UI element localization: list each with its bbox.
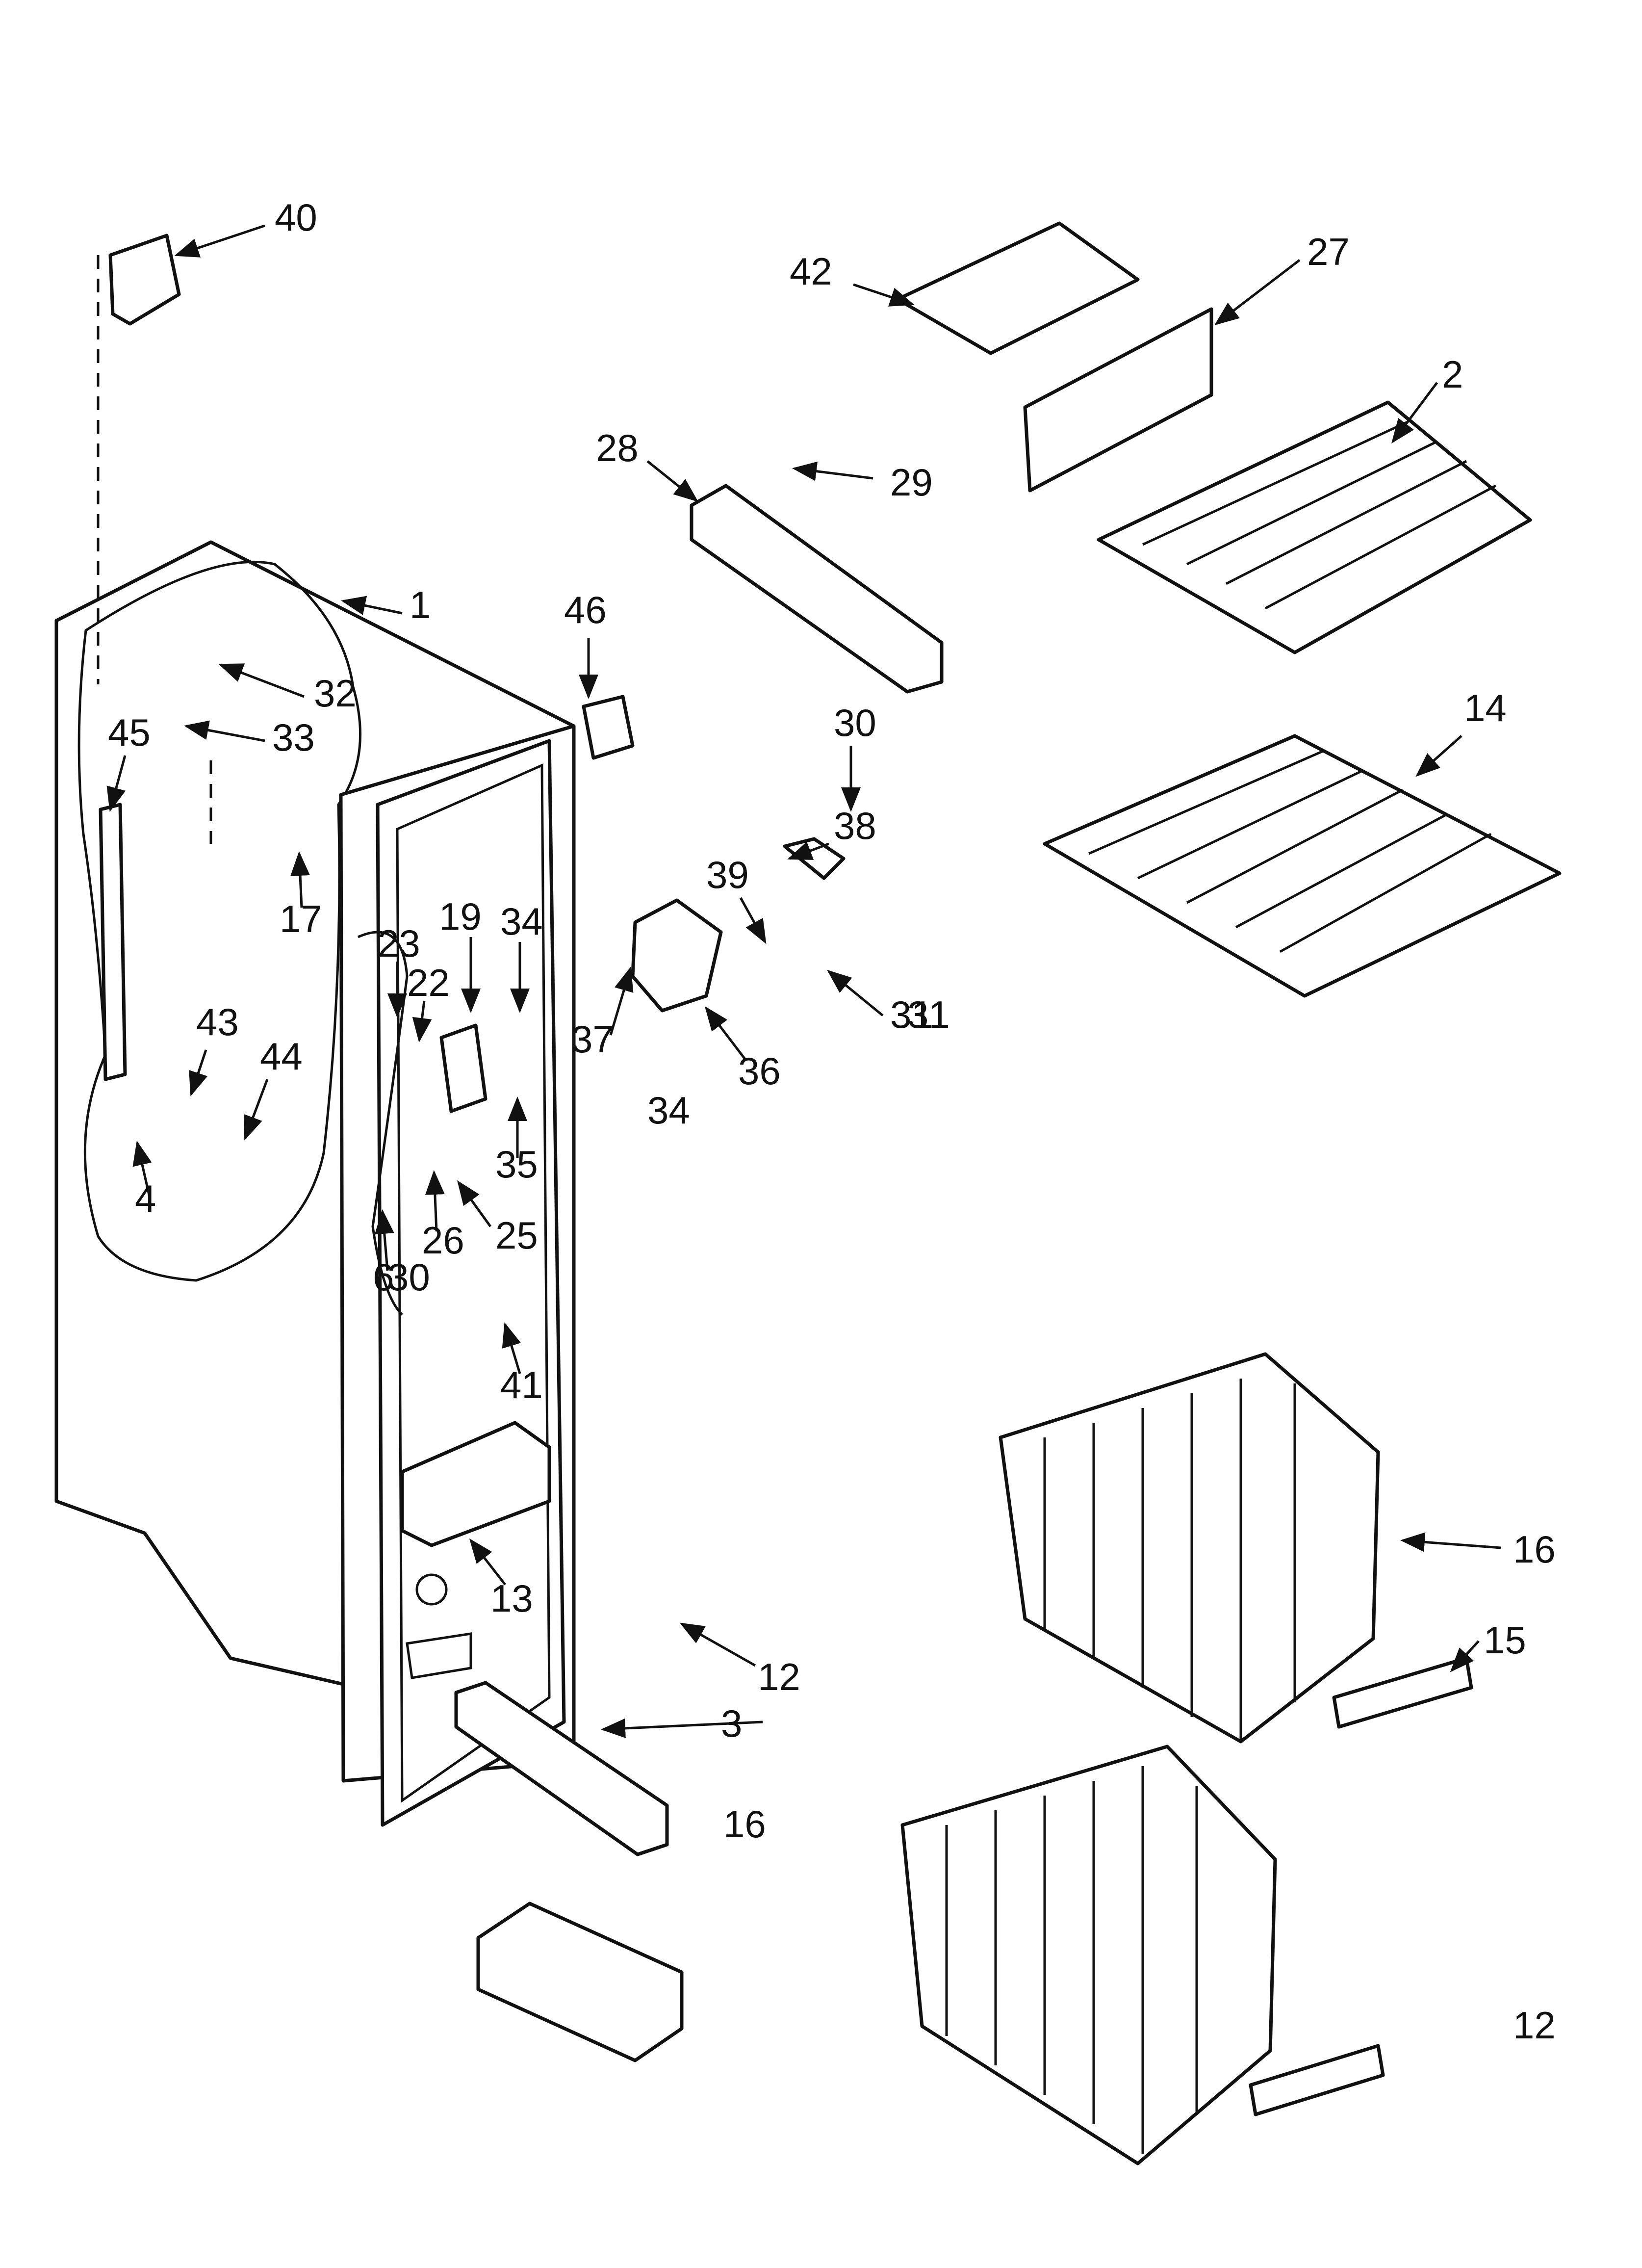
leader-line-37 bbox=[609, 966, 634, 1036]
part-42-hinge bbox=[896, 221, 1140, 355]
leader-line-13 bbox=[469, 1538, 506, 1586]
leader-line-31 bbox=[827, 969, 884, 1017]
part-19-control bbox=[439, 1023, 487, 1113]
leader-line-29 bbox=[792, 461, 873, 481]
callout-44: 44 bbox=[260, 1035, 303, 1078]
part-12-strip-upper bbox=[1332, 1656, 1473, 1729]
callout-32: 32 bbox=[314, 672, 357, 715]
callout-40: 40 bbox=[275, 196, 317, 239]
callout-19: 19 bbox=[439, 895, 482, 938]
leader-line-38 bbox=[787, 841, 829, 860]
callout-30-repeat: 30 bbox=[387, 1255, 430, 1299]
callout-38: 38 bbox=[834, 804, 876, 847]
leader-line-39 bbox=[739, 897, 767, 944]
callout-46: 46 bbox=[564, 588, 607, 631]
callout-6: 6 bbox=[373, 1255, 394, 1299]
leader-line-25 bbox=[457, 1180, 492, 1227]
callout-13: 13 bbox=[490, 1577, 533, 1620]
leader-line-12 bbox=[679, 1622, 756, 1667]
leader-line-42 bbox=[853, 283, 915, 307]
callout-34: 34 bbox=[500, 900, 543, 943]
callout-31: 31 bbox=[890, 993, 933, 1036]
callout-1: 1 bbox=[410, 583, 431, 626]
callout-17: 17 bbox=[280, 897, 322, 940]
callout-45: 45 bbox=[108, 711, 151, 754]
part-6-basket bbox=[999, 1352, 1380, 1744]
leader-line-15 bbox=[1450, 1640, 1480, 1672]
part-13-rail bbox=[454, 1681, 669, 1856]
leader-line-40 bbox=[174, 224, 265, 258]
part-28-bracket bbox=[690, 484, 944, 694]
callout-16-repeat: 16 bbox=[723, 1802, 766, 1846]
callout-26: 26 bbox=[422, 1219, 464, 1262]
leader-line-4 bbox=[132, 1141, 152, 1198]
part-45-light-housing bbox=[99, 803, 127, 1081]
leader-line-43 bbox=[189, 1049, 208, 1096]
part-12-strip-lower bbox=[1249, 2044, 1385, 2116]
leader-line-1 bbox=[341, 596, 403, 615]
callout-3: 3 bbox=[721, 1702, 742, 1745]
leader-line-22 bbox=[412, 1000, 432, 1043]
callout-12-repeat: 12 bbox=[1513, 2004, 1556, 2047]
leader-line-2 bbox=[1391, 382, 1438, 443]
leader-line-14 bbox=[1415, 735, 1462, 777]
callout-28: 28 bbox=[596, 426, 639, 469]
part-36-plate bbox=[631, 898, 723, 1013]
leader-line-45 bbox=[106, 755, 127, 812]
callout-30: 30 bbox=[834, 701, 876, 744]
callout-29: 29 bbox=[890, 461, 933, 504]
part-40-clip bbox=[108, 234, 181, 326]
callout-16: 16 bbox=[1513, 1528, 1556, 1571]
leader-line-28 bbox=[646, 460, 698, 502]
callout-27: 27 bbox=[1307, 230, 1350, 273]
part-15-basket bbox=[900, 1745, 1277, 2165]
part-41-cover bbox=[400, 1421, 551, 1547]
leader-line-41 bbox=[502, 1322, 521, 1374]
leader-line-6 bbox=[374, 1209, 394, 1271]
part-3-grille bbox=[476, 1902, 684, 2062]
leader-line-3 bbox=[601, 1718, 763, 1738]
part-shapes bbox=[99, 221, 1562, 2165]
callout-2: 2 bbox=[1442, 353, 1463, 396]
callout-37: 37 bbox=[571, 1017, 614, 1061]
part-2-shelf bbox=[1097, 400, 1532, 654]
leader-line-26 bbox=[425, 1170, 445, 1232]
callout-43: 43 bbox=[196, 1000, 239, 1043]
callout-12: 12 bbox=[758, 1655, 800, 1698]
part-14-shelf bbox=[1043, 734, 1562, 998]
callout-39: 39 bbox=[706, 853, 749, 896]
leader-line-44 bbox=[244, 1079, 269, 1141]
callout-4: 4 bbox=[135, 1177, 156, 1220]
part-46-cover bbox=[582, 695, 635, 760]
callout-41: 41 bbox=[500, 1363, 543, 1407]
leader-line-36 bbox=[704, 1006, 746, 1061]
callout-25: 25 bbox=[495, 1214, 538, 1257]
callout-22: 22 bbox=[407, 961, 450, 1004]
callout-34-repeat: 34 bbox=[647, 1089, 690, 1132]
callout-14: 14 bbox=[1464, 686, 1507, 730]
leader-line-17 bbox=[290, 851, 310, 908]
callout-35: 35 bbox=[495, 1143, 538, 1186]
callout-33: 33 bbox=[272, 716, 315, 759]
leader-line-32 bbox=[218, 663, 305, 698]
leader-line-16 bbox=[1400, 1532, 1501, 1552]
callout-31-repeat: 31 bbox=[907, 993, 950, 1036]
leader-line-33 bbox=[184, 720, 265, 742]
part-27-cover bbox=[1023, 307, 1213, 493]
callout-36: 36 bbox=[738, 1049, 781, 1093]
callout-23: 23 bbox=[378, 922, 420, 965]
callout-42: 42 bbox=[790, 250, 832, 293]
callout-15: 15 bbox=[1484, 1618, 1526, 1662]
leader-line-27 bbox=[1214, 259, 1301, 326]
